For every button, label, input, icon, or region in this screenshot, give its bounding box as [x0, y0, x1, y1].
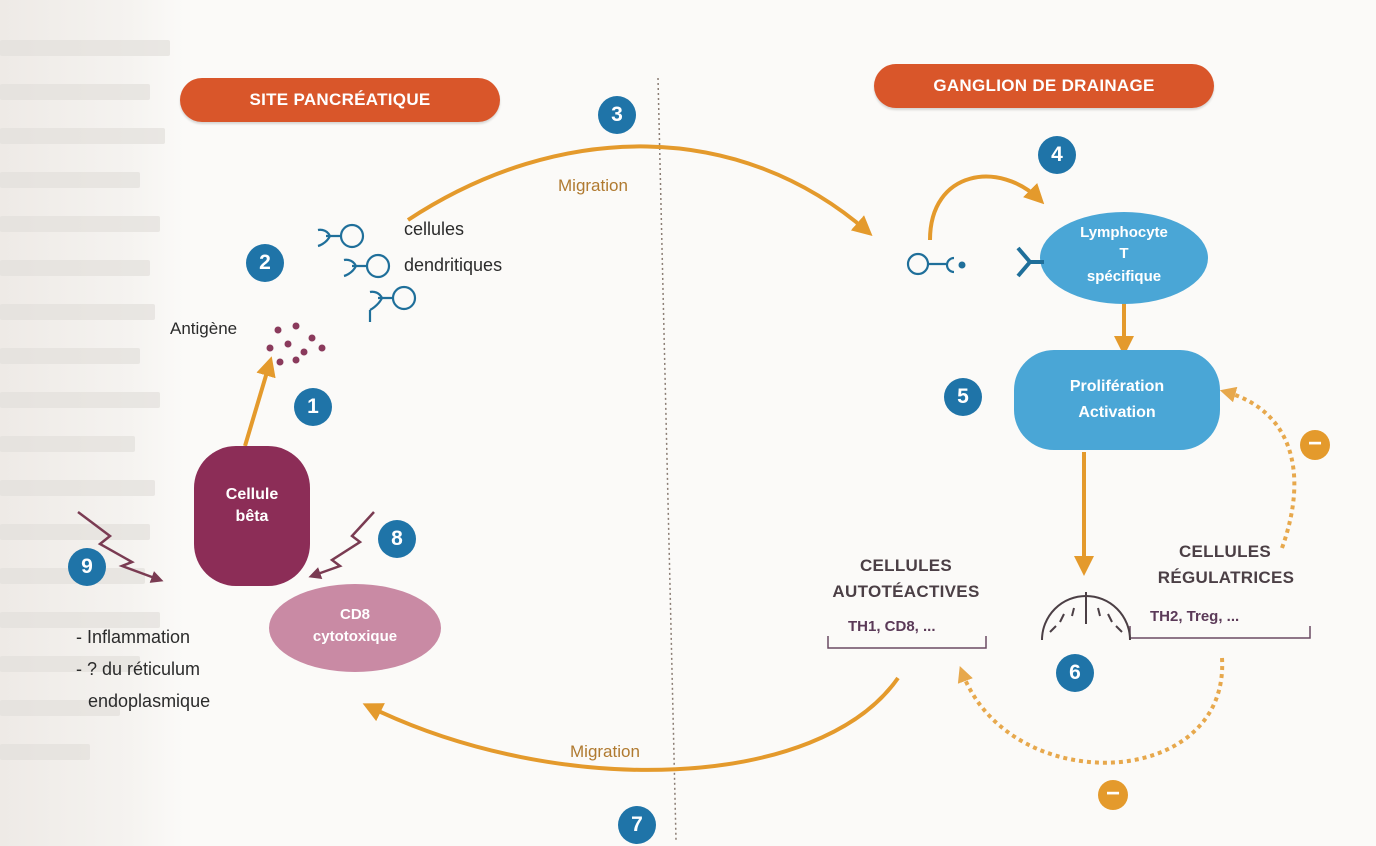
- causes-line3: endoplasmique: [88, 691, 211, 711]
- cd8-cell: [269, 584, 441, 672]
- lymphocyte-label-line1: Lymphocyte: [1080, 224, 1168, 241]
- step-badge-7: 7: [618, 806, 656, 844]
- autoreactive-list: TH1, CD8, ...: [848, 618, 936, 635]
- regulatory-title-line2: RÉGULATRICES: [1157, 568, 1295, 587]
- autoreactive-title-line2: AUTOTÉACTIVES: [832, 582, 980, 601]
- proliferation-box: [1014, 350, 1220, 450]
- ghost-text-line: [0, 128, 165, 144]
- lymphocyte-label-line3: spécifique: [1086, 268, 1162, 285]
- lightning-bolt-right: [308, 511, 375, 579]
- migration-arrow-top: [406, 144, 873, 236]
- regulatory-title-line1: CELLULES: [1178, 542, 1272, 561]
- antigen-presenting-cell: [906, 252, 966, 276]
- causes-line1: - Inflammation: [76, 627, 191, 647]
- t-cell-receptor: [1016, 246, 1044, 278]
- step-badge-8: 8: [378, 520, 416, 558]
- inhibition-sign-right: −: [1300, 430, 1330, 460]
- presentation-arrow: [928, 174, 1045, 241]
- migration-label-top: Migration: [558, 176, 628, 195]
- header-ganglion-drainage: GANGLION DE DRAINAGE: [874, 64, 1214, 108]
- step-badge-2: 2: [246, 244, 284, 282]
- ghost-text-line: [0, 40, 170, 56]
- ghost-text-line: [0, 216, 160, 232]
- regulatory-list: TH2, Treg, ...: [1150, 608, 1240, 625]
- ghost-text-line: [0, 612, 160, 628]
- lightning-bolt-left: [77, 511, 164, 583]
- step-badge-9: 9: [68, 548, 106, 586]
- step-badge-4: 4: [1038, 136, 1076, 174]
- regulatory-bracket: [1129, 626, 1311, 639]
- ghost-text-line: [0, 436, 135, 452]
- dendritic-cells: [317, 223, 417, 322]
- proliferation-label-line1: Prolifération: [1069, 378, 1165, 395]
- ghost-text-line: [0, 700, 120, 716]
- release-arrow: [243, 356, 276, 447]
- cd8-label-line1: CD8: [339, 606, 370, 623]
- ghost-text-line: [0, 304, 155, 320]
- header-site-pancreatique: SITE PANCRÉATIQUE: [180, 78, 500, 122]
- ghost-text-line: [0, 348, 140, 364]
- step-badge-6: 6: [1056, 654, 1094, 692]
- ghost-text-line: [0, 84, 150, 100]
- autoreactive-title-line1: CELLULES: [859, 556, 953, 575]
- step-badge-3: 3: [598, 96, 636, 134]
- beta-cell-label-line1: Cellule: [225, 486, 279, 503]
- ghost-text-line: [0, 172, 140, 188]
- proliferation-label-line2: Activation: [1078, 404, 1156, 421]
- ghost-text-line: [0, 392, 160, 408]
- dendritic-label-line2: dendritiques: [404, 255, 503, 275]
- regulatory-feedback-arrow: [1219, 386, 1297, 549]
- inhibition-sign-bottom: −: [1098, 780, 1128, 810]
- ghost-text-line: [0, 656, 140, 672]
- migration-arrow-bottom: [362, 676, 900, 772]
- ghost-text-line: [0, 744, 90, 760]
- antigen-particles: [266, 322, 326, 366]
- balance-gauge-icon: [1041, 592, 1131, 641]
- cd8-label-line2: cytotoxique: [312, 628, 398, 645]
- ghost-text-line: [0, 480, 155, 496]
- antigen-label: Antigène: [170, 319, 238, 338]
- ghost-text-line: [0, 524, 150, 540]
- dendritic-label-line1: cellules: [404, 219, 465, 239]
- central-divider: [657, 77, 677, 841]
- autoreactive-bracket: [827, 636, 987, 649]
- beta-cell: [194, 446, 310, 586]
- ghost-text-line: [0, 260, 150, 276]
- step-badge-1: 1: [294, 388, 332, 426]
- step-badge-5: 5: [944, 378, 982, 416]
- regulatory-suppression-arrow: [957, 657, 1225, 765]
- lymphocyte-label-line2: T: [1119, 245, 1129, 262]
- t-lymphocyte-cell: [1040, 212, 1208, 304]
- migration-label-bottom: Migration: [570, 742, 640, 761]
- causes-line2: - ? du réticulum: [76, 659, 201, 679]
- beta-cell-label-line2: bêta: [235, 508, 269, 525]
